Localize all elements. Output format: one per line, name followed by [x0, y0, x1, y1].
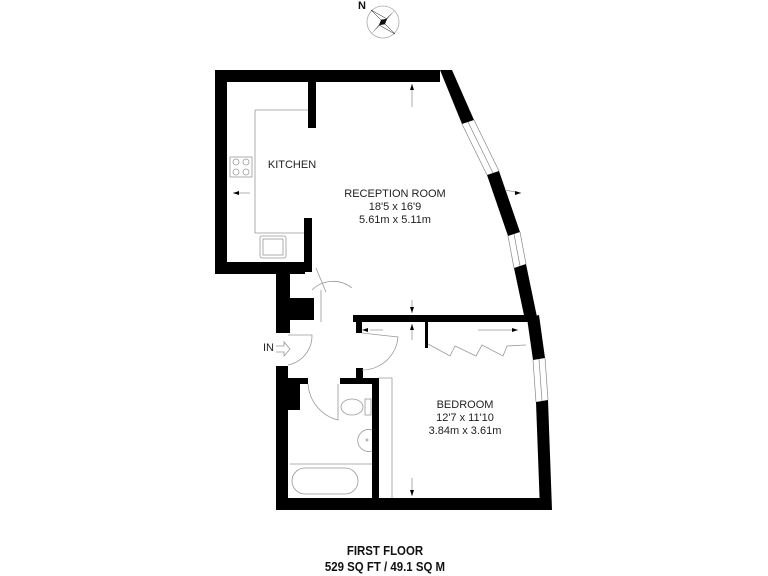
- bath-icon: [291, 467, 359, 495]
- compass-north-label: N: [358, 0, 366, 12]
- toilet-icon: [340, 398, 372, 416]
- reception-imperial: 18'5 x 16'9: [368, 201, 422, 213]
- floor-area: 529 SQ FT / 49.1 SQ M: [324, 559, 446, 574]
- bedroom-metric: 3.84m x 3.61m: [428, 425, 502, 437]
- floor-name: FIRST FLOOR: [346, 543, 424, 558]
- walls: [215, 70, 552, 510]
- hob-icon: [229, 156, 253, 178]
- bedroom-name: BEDROOM: [436, 399, 494, 411]
- reception-metric: 5.61m x 5.11m: [359, 214, 431, 226]
- kitchen-name: KITCHEN: [267, 159, 317, 171]
- room-label-bedroom: BEDROOM 12'7 x 11'10 3.84m x 3.61m: [415, 399, 515, 438]
- entrance-arrow-icon: [276, 340, 291, 358]
- entrance-label: IN: [263, 342, 274, 354]
- windows: [461, 119, 549, 403]
- room-label-reception: RECEPTION ROOM 18'5 x 16'9 5.61m x 5.11m: [330, 188, 460, 227]
- room-label-kitchen: KITCHEN: [262, 159, 322, 172]
- bedroom-imperial: 12'7 x 11'10: [436, 412, 494, 424]
- doors: [287, 267, 399, 421]
- reception-name: RECEPTION ROOM: [344, 188, 446, 200]
- compass-rose-icon: [366, 5, 400, 39]
- sink-icon: [259, 235, 287, 259]
- basin-icon: [357, 429, 373, 452]
- fixtures: [229, 84, 527, 498]
